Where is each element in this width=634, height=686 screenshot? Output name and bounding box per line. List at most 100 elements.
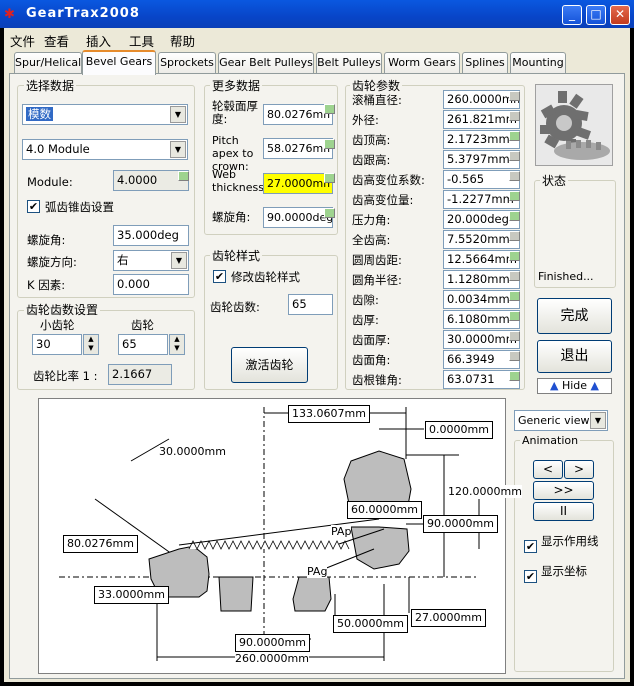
tab-mounting[interactable]: Mounting <box>510 52 566 74</box>
gear-teeth-field[interactable]: 65 <box>118 334 168 355</box>
gear-label: 齿轮 <box>131 318 154 332</box>
module-spin-indicator[interactable] <box>178 171 189 181</box>
arrow-up-icon: ▲ <box>590 379 599 392</box>
chevron-down-icon[interactable]: ▼ <box>170 141 186 158</box>
view-combo-value: Generic view <box>518 414 590 427</box>
param-value-field[interactable]: 20.000deg <box>443 210 520 229</box>
menu-tools[interactable]: 工具 <box>129 34 155 49</box>
action-line-checkbox[interactable]: ✔ <box>524 540 537 553</box>
spiral-angle-spin-indicator[interactable] <box>324 208 335 218</box>
chevron-down-icon[interactable]: ▼ <box>170 106 186 123</box>
gear-stepper[interactable]: ▲▼ <box>169 334 185 355</box>
pinion-teeth-field[interactable]: 30 <box>32 334 82 355</box>
param-value-field[interactable]: 7.5520mm <box>443 230 520 249</box>
param-spin-indicator[interactable] <box>509 151 520 161</box>
menu-insert[interactable]: 插入 <box>86 34 112 49</box>
param-spin-indicator[interactable] <box>509 371 520 381</box>
fast-forward-button[interactable]: >> <box>533 481 594 500</box>
more-data-group <box>204 85 338 235</box>
face-width-field[interactable]: 80.0276mm <box>263 104 333 125</box>
close-button[interactable]: ✕ <box>610 5 630 25</box>
module-combo[interactable]: 4.0 Module ▼ <box>22 139 188 160</box>
param-value-field[interactable]: 1.1280mm <box>443 270 520 289</box>
param-label: 滚桶直径: <box>352 93 402 107</box>
tab-belt-pulleys[interactable]: Belt Pulleys <box>316 52 382 74</box>
param-spin-indicator[interactable] <box>509 131 520 141</box>
spiral-angle-field[interactable]: 90.0000deg <box>263 207 333 228</box>
helix-field[interactable]: 35.000deg <box>113 225 189 246</box>
tab-gear-belt-pulleys[interactable]: Gear Belt Pulleys <box>218 52 314 74</box>
spiral-checkbox[interactable]: ✔ <box>27 200 40 213</box>
gear-teeth-style-field[interactable]: 65 <box>288 294 333 315</box>
modify-style-label: 修改齿轮样式 <box>231 270 300 284</box>
tab-bevel-gears[interactable]: Bevel Gears <box>82 50 156 75</box>
view-combo[interactable]: Generic view ▼ <box>514 410 608 431</box>
param-spin-indicator[interactable] <box>509 351 520 361</box>
dim-label-133: 133.0607mm <box>288 405 370 423</box>
pause-button[interactable]: II <box>533 502 594 521</box>
pitch-apex-field[interactable]: 58.0276mm <box>263 138 333 159</box>
param-value-field[interactable]: 12.5664mm <box>443 250 520 269</box>
minimize-button[interactable]: _ <box>562 5 582 25</box>
param-spin-indicator[interactable] <box>509 91 520 101</box>
param-spin-indicator[interactable] <box>509 271 520 281</box>
param-label: 齿高变位系数: <box>352 173 425 187</box>
face-width-spin-indicator[interactable] <box>324 104 335 114</box>
more-data-title: 更多数据 <box>210 79 263 93</box>
modify-style-checkbox[interactable]: ✔ <box>213 270 226 283</box>
web-thickness-spin-indicator[interactable] <box>324 173 335 183</box>
web-thickness-field[interactable]: 27.0000mm <box>263 173 333 194</box>
tab-spur-helical[interactable]: Spur/Helical <box>14 52 82 74</box>
tab-splines[interactable]: Splines <box>462 52 508 74</box>
menu-view[interactable]: 查看 <box>44 34 70 49</box>
param-value-field[interactable]: 2.1723mm <box>443 130 520 149</box>
pitch-apex-spin-indicator[interactable] <box>324 139 335 149</box>
pap-leader <box>338 528 385 545</box>
param-spin-indicator[interactable] <box>509 171 520 181</box>
coords-label: 显示坐标 <box>541 564 587 578</box>
param-spin-indicator[interactable] <box>509 331 520 341</box>
param-value-field[interactable]: 5.3797mm <box>443 150 520 169</box>
tab-worm-gears[interactable]: Worm Gears <box>384 52 460 74</box>
param-spin-indicator[interactable] <box>509 231 520 241</box>
param-value-field[interactable]: 63.0731 <box>443 370 520 389</box>
tab-sprockets[interactable]: Sprockets <box>158 52 216 74</box>
pag-label: PAg <box>307 565 328 578</box>
chevron-down-icon[interactable]: ▼ <box>171 252 187 269</box>
step-back-button[interactable]: < <box>533 460 563 479</box>
pinion-stepper[interactable]: ▲▼ <box>83 334 99 355</box>
done-button[interactable]: 完成 <box>537 298 612 334</box>
param-value-field[interactable]: 66.3949 <box>443 350 520 369</box>
param-value-field[interactable]: -1.2277mm <box>443 190 520 209</box>
status-title: 状态 <box>540 174 569 188</box>
maximize-button[interactable]: □ <box>586 5 606 25</box>
k-factor-field[interactable]: 0.000 <box>113 274 189 295</box>
menu-help[interactable]: 帮助 <box>170 34 196 49</box>
param-label: 齿高变位量: <box>352 193 414 207</box>
tab-strip: Spur/Helical Bevel Gears Sprockets Gear … <box>4 50 630 75</box>
step-forward-button[interactable]: > <box>564 460 594 479</box>
hide-button[interactable]: ▲ Hide ▲ <box>537 378 612 394</box>
param-value-field[interactable]: 30.0000mm <box>443 330 520 349</box>
gear-params-title: 齿轮参数 <box>350 79 403 93</box>
param-spin-indicator[interactable] <box>509 211 520 221</box>
param-spin-indicator[interactable] <box>509 291 520 301</box>
menu-file[interactable]: 文件 <box>10 34 36 49</box>
exit-button[interactable]: 退出 <box>537 340 612 373</box>
param-spin-indicator[interactable] <box>509 251 520 261</box>
param-value-field[interactable]: 6.1080mm <box>443 310 520 329</box>
param-spin-indicator[interactable] <box>509 311 520 321</box>
param-spin-indicator[interactable] <box>509 191 520 201</box>
activate-gear-button[interactable]: 激活齿轮 <box>231 347 308 383</box>
direction-combo[interactable]: 右 ▼ <box>113 250 189 271</box>
gear-diagram: 133.0607mm 0.0000mm 30.0000mm 120.0000mm… <box>38 398 522 674</box>
chevron-down-icon[interactable]: ▼ <box>590 412 606 429</box>
type-combo[interactable]: 模数 ▼ <box>22 104 188 125</box>
param-value-field[interactable]: 0.0034mm <box>443 290 520 309</box>
ratio-label: 齿轮比率 1 : <box>33 369 98 383</box>
module-combo-value: 4.0 Module <box>26 142 90 156</box>
gear-preview-image <box>535 84 613 166</box>
param-spin-indicator[interactable] <box>509 111 520 121</box>
coords-checkbox[interactable]: ✔ <box>524 570 537 583</box>
param-value-field[interactable]: 261.821mm <box>443 110 520 129</box>
